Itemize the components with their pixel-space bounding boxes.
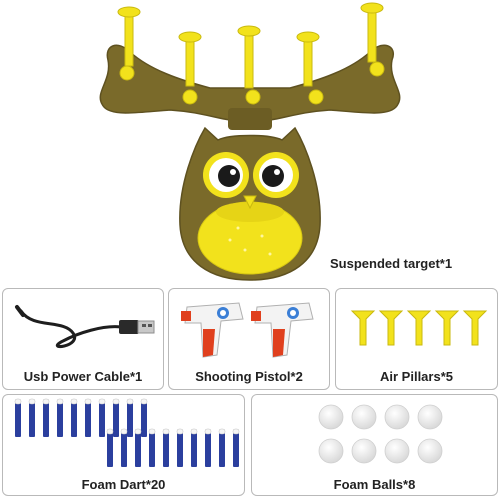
suspended-target-section: Suspended target*1	[99, 2, 453, 281]
usb-cable-panel: Usb Power Cable*1	[2, 288, 164, 390]
pistol-icon	[181, 302, 314, 358]
owl-target-icon	[99, 2, 401, 281]
suspended-target-caption: Suspended target*1	[330, 256, 453, 271]
air-pillar-icon	[350, 310, 488, 346]
air-pillars-panel: Air Pillars*5	[335, 288, 498, 390]
foam-dart-icon	[14, 398, 240, 467]
foam-ball-icon	[318, 404, 443, 464]
foam-balls-caption: Foam Balls*8	[333, 477, 416, 492]
pistol-caption: Shooting Pistol*2	[195, 369, 303, 384]
foam-darts-panel: Foam Dart*20	[2, 394, 245, 496]
air-pillars-caption: Air Pillars*5	[380, 369, 453, 384]
usb-cable-icon	[15, 305, 155, 348]
foam-darts-caption: Foam Dart*20	[81, 477, 166, 492]
foam-balls-panel: Foam Balls*8	[251, 394, 498, 496]
usb-cable-caption: Usb Power Cable*1	[23, 369, 143, 384]
pistol-panel: Shooting Pistol*2	[168, 288, 330, 390]
